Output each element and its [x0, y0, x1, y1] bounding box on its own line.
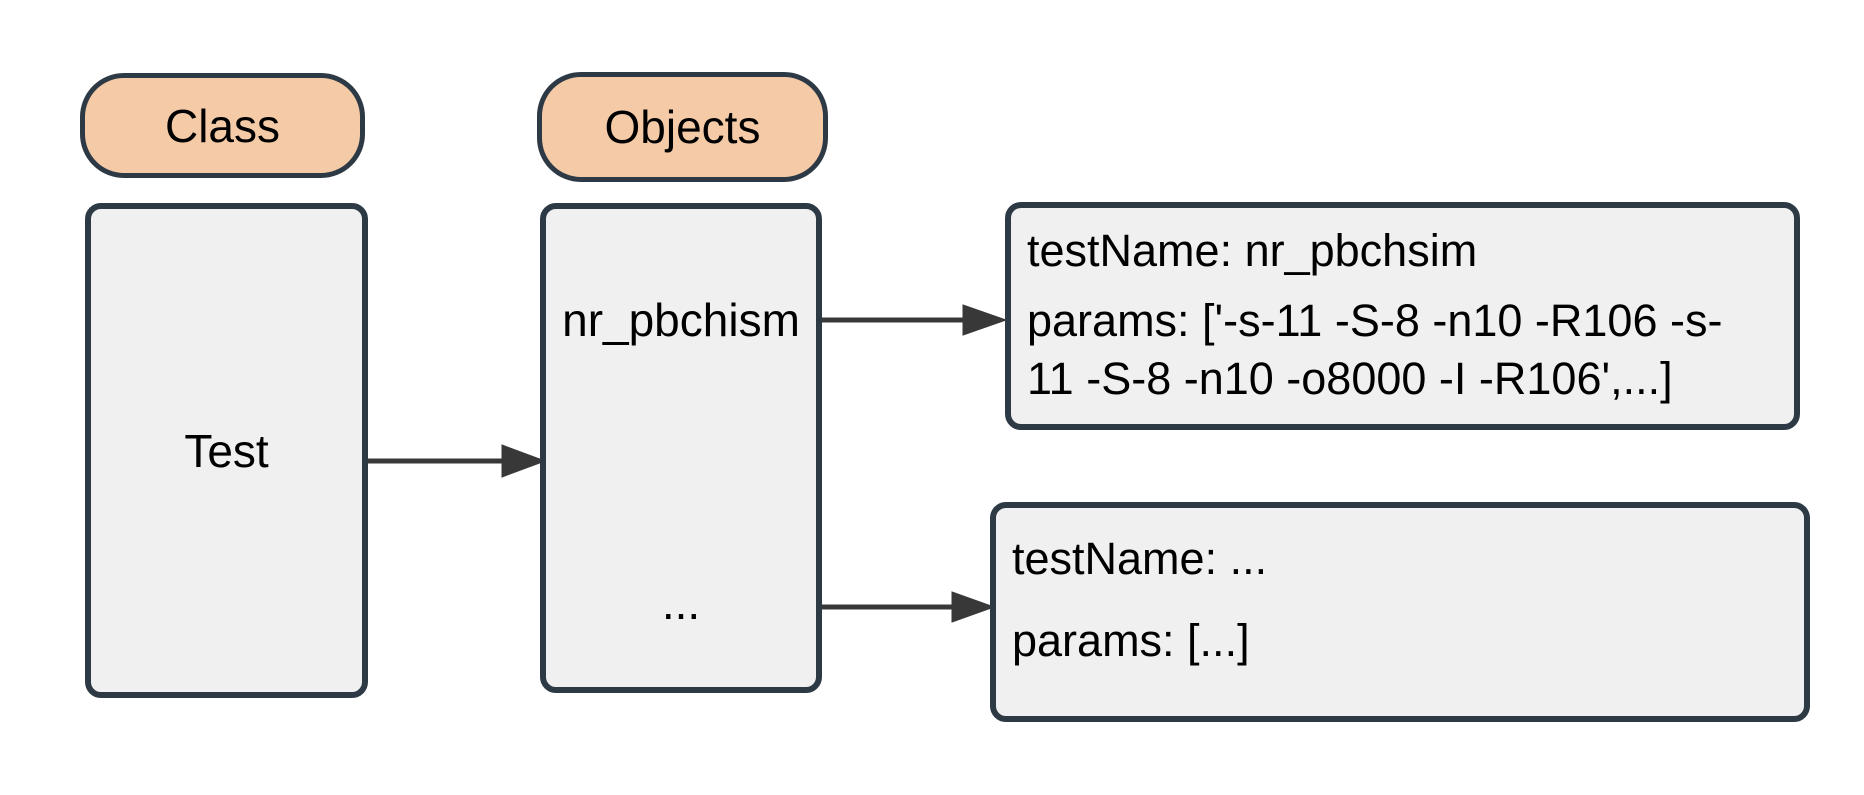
objects-legend-pill: Objects: [537, 72, 828, 182]
detail-testname-line: testName: ...: [1012, 533, 1268, 584]
arrow-instance-to-detail-card: [822, 304, 1008, 336]
arrow-more-to-detail-card: [822, 591, 996, 623]
objects-legend-label: Objects: [604, 101, 761, 153]
object-instance-label: nr_pbchism: [562, 294, 800, 346]
test-class-label: Test: [184, 424, 269, 477]
object-more-label: ...: [661, 577, 701, 629]
detail-params-block: params: [...]: [1012, 612, 1804, 670]
objects-node: nr_pbchism ...: [540, 203, 822, 693]
detail-params-line-2: 11 -S-8 -n10 -o8000 -I -R106',...]: [1027, 353, 1673, 404]
arrow-test-to-objects: [368, 444, 547, 478]
class-legend-pill: Class: [80, 73, 365, 178]
detail-params-block: params: ['-s-11 -S-8 -n10 -R106 -s- 11 -…: [1027, 292, 1794, 408]
class-legend-label: Class: [164, 99, 281, 152]
detail-params-line: params: [...]: [1012, 615, 1250, 666]
test-class-node: Test: [85, 203, 368, 698]
detail-card-nr-pbchsim: testName: nr_pbchsim params: ['-s-11 -S-…: [1005, 202, 1800, 430]
detail-card-more: testName: ... params: [...]: [990, 502, 1810, 722]
detail-params-line-1: params: ['-s-11 -S-8 -n10 -R106 -s-: [1027, 295, 1723, 346]
detail-testname-line: testName: nr_pbchsim: [1027, 225, 1478, 276]
